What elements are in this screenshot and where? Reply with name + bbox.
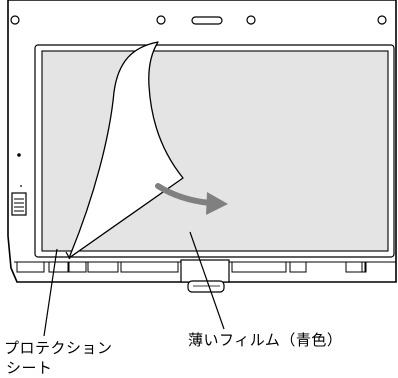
bottom-button [345, 261, 367, 273]
bottom-button [48, 261, 69, 273]
hinge-block [180, 259, 230, 283]
curved-arrow-icon [155, 183, 213, 206]
top-right-corner-hole [377, 15, 387, 25]
bottom-button [87, 261, 119, 273]
hinge-cap [187, 280, 225, 293]
sensor-right-icon [246, 15, 256, 25]
bottom-button [16, 261, 45, 273]
bottom-button [120, 261, 179, 273]
curved-arrow-head [206, 192, 228, 215]
protection-sheet-label-line2: シート [6, 359, 53, 377]
indicator-dot [17, 153, 21, 157]
protection-sheet-edge [65, 251, 71, 260]
bottom-button [289, 261, 307, 273]
side-switch [11, 192, 27, 216]
thin-film-label: 薄いフィルム（青色） [188, 331, 343, 349]
top-left-corner-hole [10, 15, 20, 25]
bottom-button [231, 261, 287, 273]
sensor-left-icon [156, 15, 166, 25]
leader-line-protection-sheet [43, 248, 58, 337]
protection-sheet-peeled [68, 41, 184, 259]
camera-slot [191, 16, 223, 25]
bottom-button [68, 261, 87, 273]
protection-sheet-label-line1: プロテクション [4, 339, 113, 357]
indicator-dot-small [20, 185, 22, 187]
leader-line-thin-film [189, 231, 225, 330]
